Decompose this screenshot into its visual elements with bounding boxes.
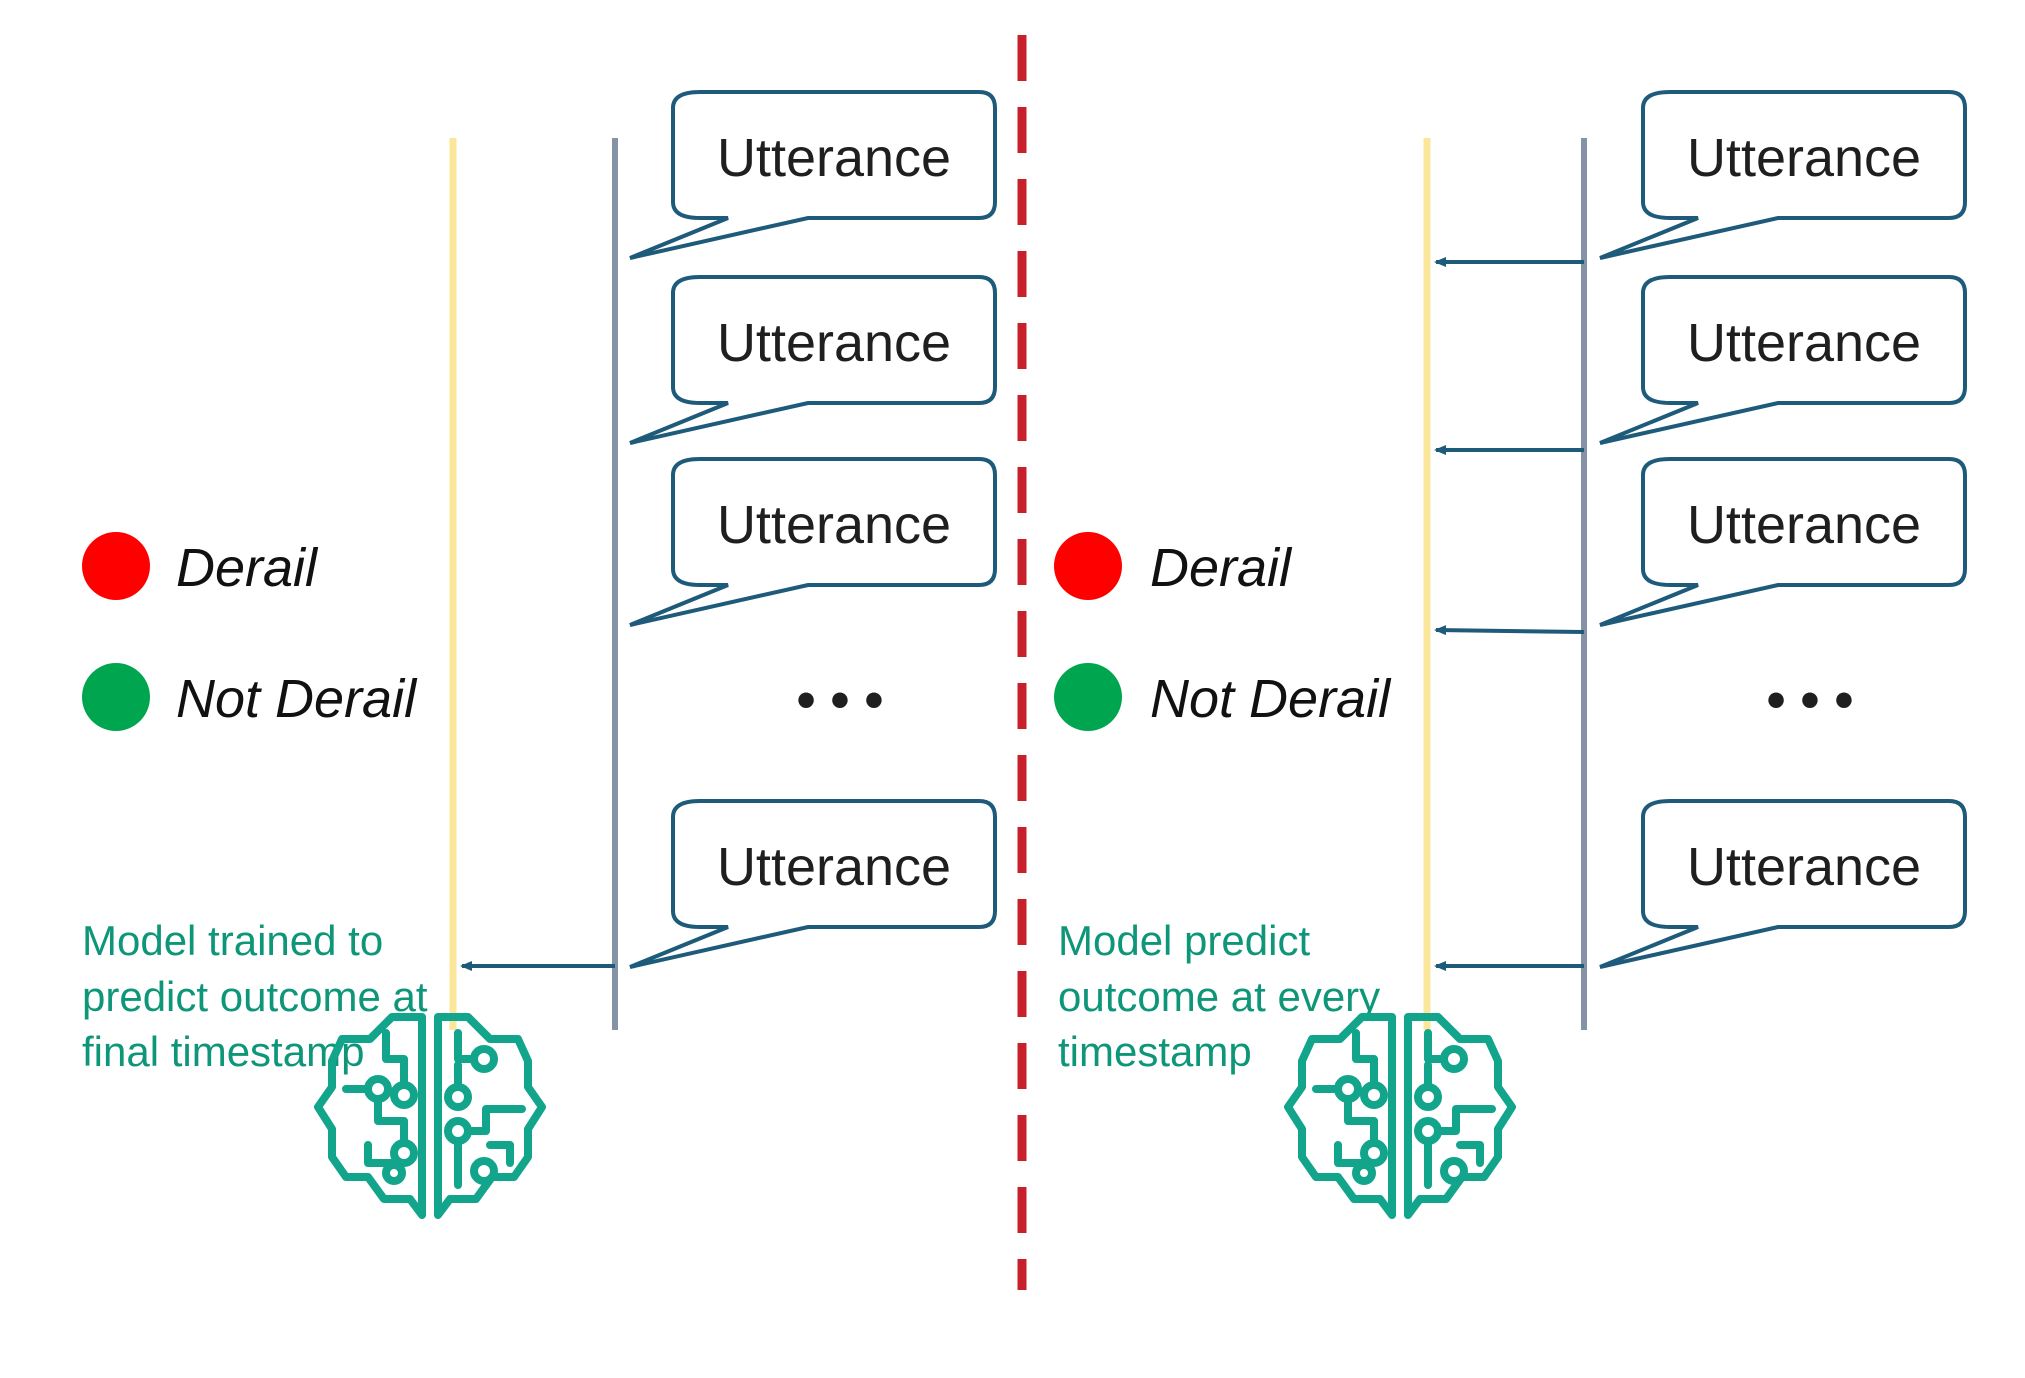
caption-line: outcome at every bbox=[1058, 973, 1380, 1020]
caption-line: timestamp bbox=[1058, 1028, 1252, 1075]
ellipsis: • • • bbox=[1767, 670, 1854, 730]
utterance-label: Utterance bbox=[717, 837, 951, 897]
brain-circuit-icon bbox=[314, 1013, 546, 1219]
utterance-label: Utterance bbox=[1687, 313, 1921, 373]
utterance-bubble: Utterance bbox=[1599, 799, 1967, 969]
prediction-arrow bbox=[1434, 625, 1585, 636]
utterance-label: Utterance bbox=[1687, 128, 1921, 188]
derail-label: Derail bbox=[176, 538, 319, 598]
caption-line: predict outcome at bbox=[82, 973, 428, 1020]
ellipsis: • • • bbox=[797, 670, 884, 730]
brain-circuit-icon bbox=[1284, 1013, 1516, 1219]
left-panel: Utterance Utterance Utterance • • • Utte… bbox=[82, 90, 997, 1219]
utterance-label: Utterance bbox=[1687, 495, 1921, 555]
caption-line: Model predict bbox=[1058, 917, 1310, 964]
derail-dot bbox=[1054, 532, 1122, 600]
caption-line: Model trained to bbox=[82, 917, 383, 964]
not-derail-dot bbox=[1054, 663, 1122, 731]
utterance-bubble: Utterance bbox=[1599, 275, 1967, 445]
utterance-bubble: Utterance bbox=[629, 90, 997, 260]
derail-dot bbox=[82, 532, 150, 600]
utterance-bubble: Utterance bbox=[629, 275, 997, 445]
not-derail-label: Not Derail bbox=[176, 669, 418, 729]
utterance-label: Utterance bbox=[717, 495, 951, 555]
utterance-bubble: Utterance bbox=[1599, 457, 1967, 627]
utterance-label: Utterance bbox=[717, 313, 951, 373]
not-derail-dot bbox=[82, 663, 150, 731]
utterance-label: Utterance bbox=[717, 128, 951, 188]
utterance-bubble: Utterance bbox=[629, 457, 997, 627]
utterance-bubble: Utterance bbox=[1599, 90, 1967, 260]
utterance-label: Utterance bbox=[1687, 837, 1921, 897]
not-derail-label: Not Derail bbox=[1150, 669, 1392, 729]
derail-label: Derail bbox=[1150, 538, 1293, 598]
utterance-bubble: Utterance bbox=[629, 799, 997, 969]
right-panel: Utterance Utterance Utterance • • • Utte… bbox=[1054, 90, 1967, 1219]
caption-line: final timestamp bbox=[82, 1028, 364, 1075]
